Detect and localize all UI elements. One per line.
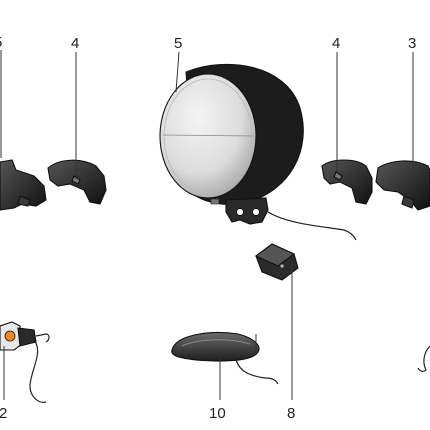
callout-left-edge: 5 [0, 34, 2, 51]
callout-small-block: 8 [287, 405, 295, 422]
flat-pad-part [171, 332, 279, 385]
right-bracket-part [321, 159, 373, 205]
leader-headlamp [175, 51, 180, 93]
right-clamp-part [375, 160, 430, 211]
left-bracket-part [47, 159, 107, 205]
callout-right-bracket: 4 [332, 35, 340, 52]
callout-left-bracket: 4 [71, 35, 79, 52]
headlamp-part [159, 63, 357, 241]
cable-fragment-part [417, 345, 430, 372]
connector-plug-part [0, 321, 50, 403]
left-clamp-part [0, 159, 47, 211]
callout-pad: 10 [209, 405, 226, 422]
callout-headlamp: 5 [174, 35, 182, 52]
small-block-part [254, 243, 299, 281]
callout-plug: 2 [0, 405, 7, 422]
callout-right-clamp: 3 [408, 35, 416, 52]
